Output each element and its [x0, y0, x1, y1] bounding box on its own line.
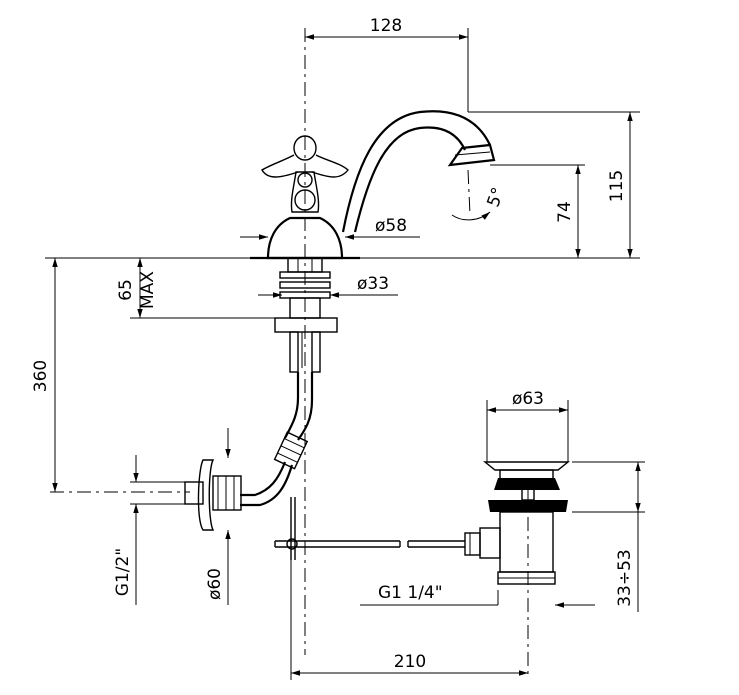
thread-g114-label: G1 1/4" — [378, 583, 443, 603]
thread-g114-dimension: G1 1/4" — [360, 583, 595, 608]
cross-handle — [261, 135, 349, 213]
faucet-spout — [341, 110, 496, 233]
dimension-label-210: 210 — [394, 652, 426, 672]
dimension-360: 360 — [31, 257, 250, 492]
diameter-60-label: ø60 — [205, 568, 225, 600]
diameter-63-label: ø63 — [512, 389, 544, 409]
dimension-65-max: 65 MAX — [116, 258, 290, 319]
dimension-74: 74 — [490, 164, 585, 258]
diameter-33-label: ø33 — [357, 274, 389, 294]
dimension-128: 128 — [305, 16, 469, 112]
flexible-hose — [240, 372, 314, 507]
range-33-53-dimension: 33÷53 — [572, 461, 645, 612]
dimension-label-65: 65 — [116, 279, 136, 301]
diameter-63-dimension: ø63 — [486, 389, 569, 462]
dimension-label-128: 128 — [370, 16, 402, 36]
popup-rod — [274, 497, 465, 560]
range-33-53-label: 33÷53 — [615, 549, 635, 607]
thread-g12-label: G1/2" — [113, 548, 133, 596]
wall-inlet: ø60 — [184, 428, 242, 605]
dimension-115: 115 — [468, 111, 640, 258]
dimension-label-360: 360 — [31, 360, 51, 392]
faucet-body: ø58 — [240, 216, 420, 260]
diameter-58-label: ø58 — [375, 216, 407, 236]
dimension-210: 210 — [290, 560, 528, 680]
drain-assembly — [464, 461, 570, 585]
max-label: MAX — [138, 271, 158, 309]
thread-g12-dimension: G1/2" — [113, 455, 185, 605]
dimension-label-74: 74 — [555, 201, 575, 223]
shank-assembly: ø33 — [258, 257, 398, 373]
dimension-label-115: 115 — [607, 170, 627, 202]
angle-label: 5° — [484, 185, 509, 210]
angle-5-degree: 5° — [451, 185, 509, 221]
